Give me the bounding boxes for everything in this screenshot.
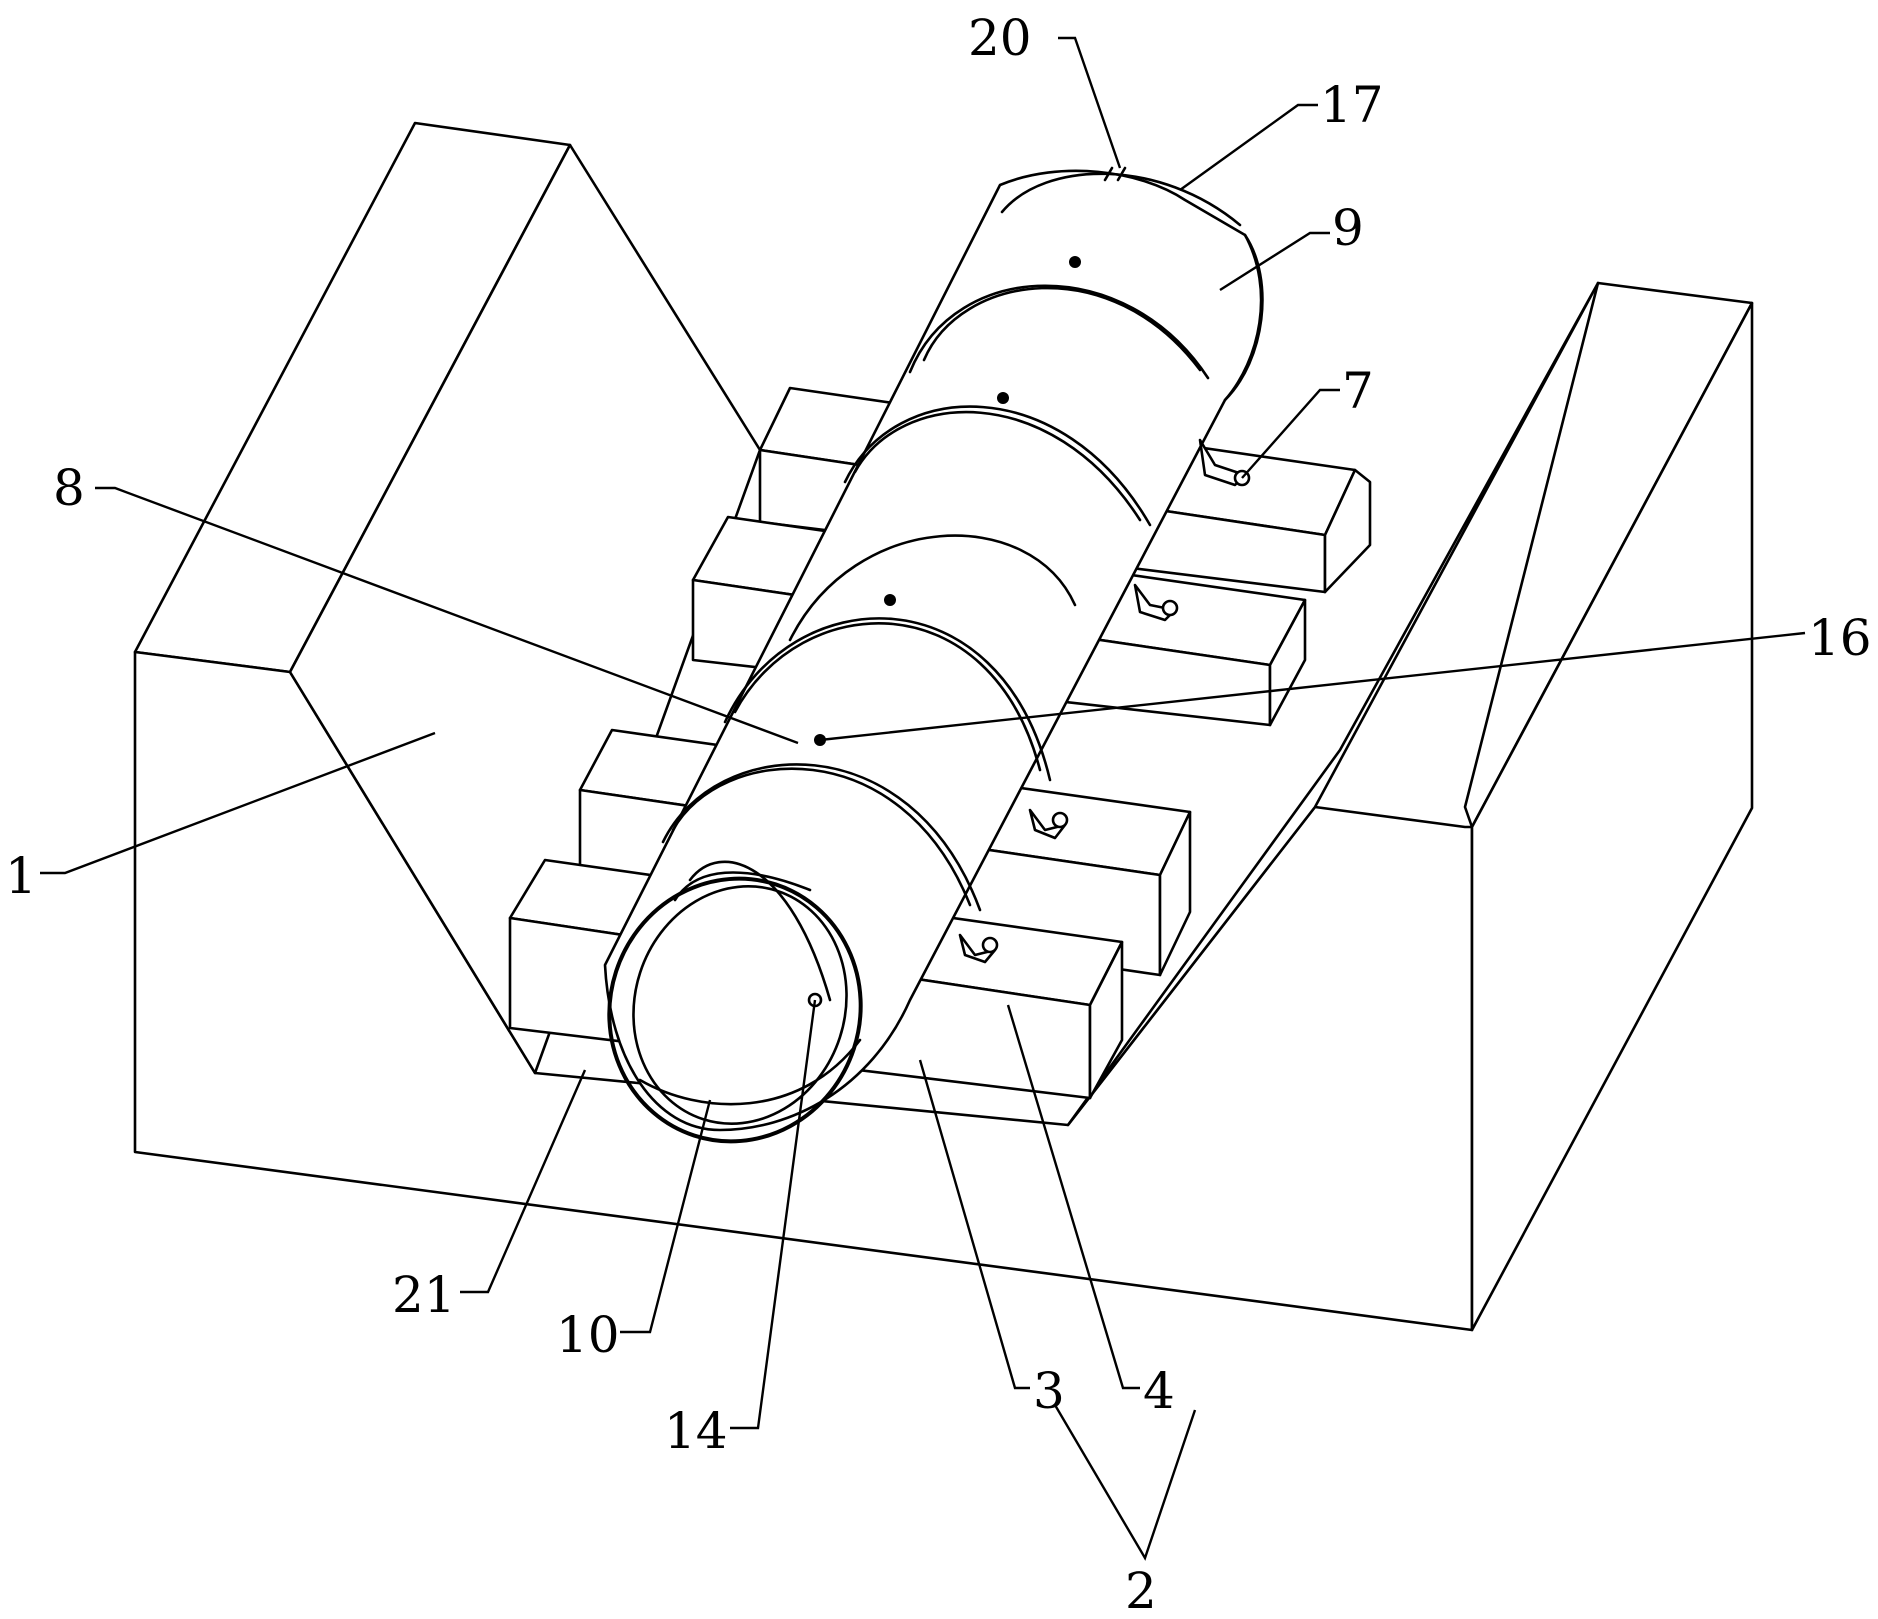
label-3: 3 xyxy=(1033,1362,1065,1420)
label-16: 16 xyxy=(1808,609,1872,667)
label-7: 7 xyxy=(1342,362,1374,420)
label-1: 1 xyxy=(5,847,37,905)
label-9: 9 xyxy=(1332,199,1364,257)
label-14: 14 xyxy=(664,1402,728,1460)
label-2: 2 xyxy=(1125,1562,1157,1614)
clamp-bolts xyxy=(814,256,1251,964)
label-17: 17 xyxy=(1320,76,1384,134)
reference-labels: 20 17 9 7 8 16 1 21 10 14 3 4 2 xyxy=(5,9,1872,1619)
label-21: 21 xyxy=(392,1266,456,1324)
pipe xyxy=(603,166,1264,1144)
leader-lines xyxy=(40,36,1806,1561)
label-20: 20 xyxy=(968,9,1032,67)
base-block xyxy=(133,121,1754,1332)
label-10: 10 xyxy=(556,1306,620,1364)
label-8: 8 xyxy=(53,459,85,517)
label-4: 4 xyxy=(1143,1362,1175,1420)
